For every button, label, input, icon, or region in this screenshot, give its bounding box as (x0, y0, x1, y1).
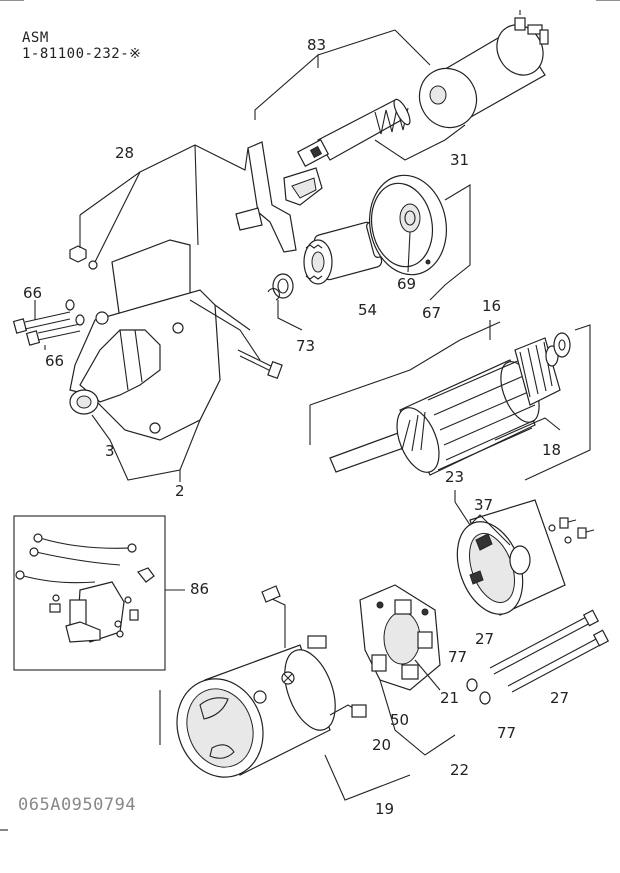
callout-27-lower: 27 (550, 689, 569, 707)
snap-ring (272, 273, 294, 299)
callout-19: 19 (375, 800, 394, 818)
callout-27-upper: 27 (475, 630, 494, 648)
callout-31: 31 (450, 151, 469, 169)
assembly-label: ASM (22, 30, 49, 46)
callout-21: 21 (440, 689, 459, 707)
callout-22: 22 (450, 761, 469, 779)
wiring-kit-inset (13, 515, 166, 671)
armature (329, 332, 571, 476)
rear-cover-screws (548, 517, 595, 544)
callout-66-upper: 66 (23, 284, 42, 302)
callout-20: 20 (372, 736, 391, 754)
callout-2: 2 (175, 482, 185, 500)
callout-69: 69 (397, 275, 416, 293)
through-bolts (12, 299, 85, 346)
field-frame (176, 585, 367, 778)
callout-77-upper: 77 (448, 648, 467, 666)
callout-18: 18 (542, 441, 561, 459)
rear-cover (456, 499, 566, 616)
brush-holder (359, 584, 441, 691)
long-bolts (466, 609, 610, 705)
assembly-part-number: 1-81100-232-※ (22, 46, 142, 62)
gear-cover (368, 174, 448, 276)
callout-28: 28 (115, 144, 134, 162)
callout-66-lower: 66 (45, 352, 64, 370)
wiring-kit (15, 533, 155, 643)
callout-77-lower: 77 (497, 724, 516, 742)
callout-50: 50 (390, 711, 409, 729)
callout-83: 83 (307, 36, 326, 54)
drive-housing (69, 239, 261, 441)
callout-16: 16 (482, 297, 501, 315)
callout-23: 23 (445, 468, 464, 486)
drawing-number: 065A0950794 (18, 795, 137, 815)
callout-54: 54 (358, 301, 377, 319)
callout-73: 73 (296, 337, 315, 355)
solenoid-switch (296, 10, 549, 167)
shift-lever (235, 141, 323, 253)
callout-67: 67 (422, 304, 441, 322)
callout-3: 3 (105, 442, 115, 460)
callout-37: 37 (474, 496, 493, 514)
callout-86: 86 (190, 580, 209, 598)
